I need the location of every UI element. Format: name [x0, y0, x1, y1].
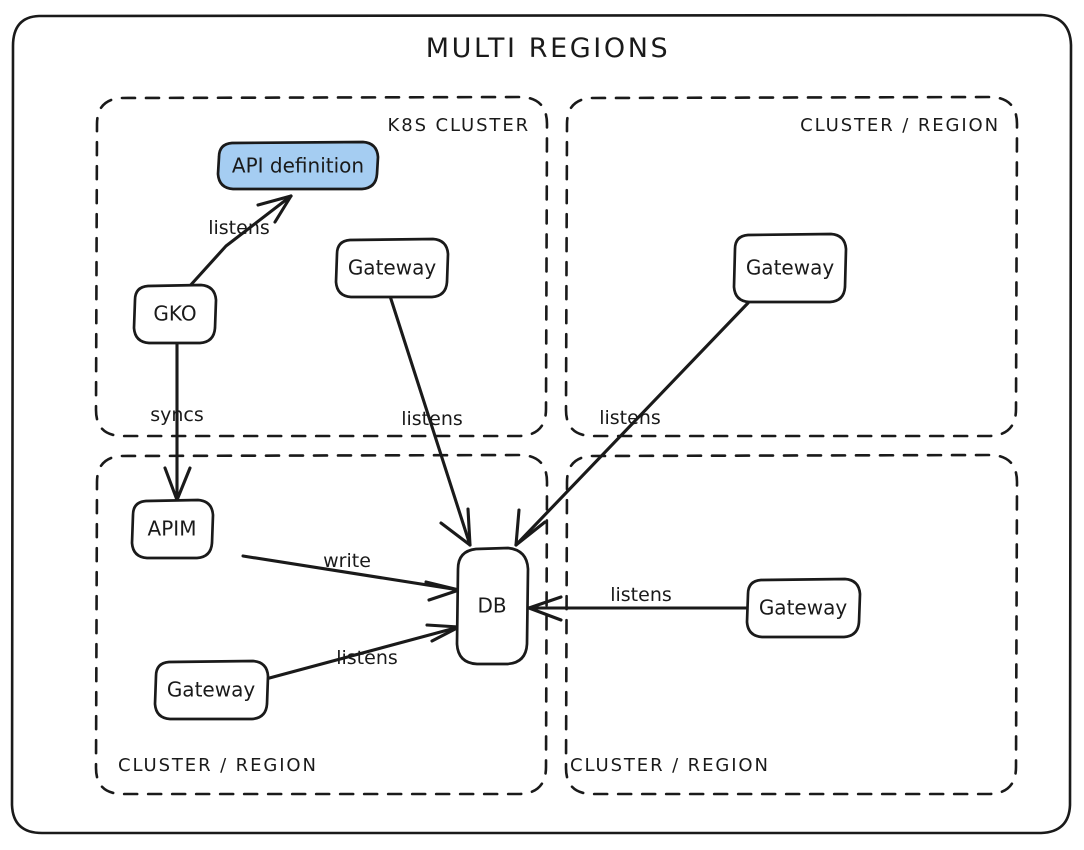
edge-label-listens-gateway-bottom-right: listens [610, 584, 672, 606]
node-label-api-definition: API definition [232, 154, 364, 178]
node-label-gateway-top-right: Gateway [746, 256, 835, 280]
edge-gateway-k8s-listens-db [388, 294, 472, 547]
edge-gko-syncs-apim [163, 341, 192, 502]
node-gateway-bottom-left[interactable]: Gateway [153, 659, 270, 721]
cluster-top-right [564, 95, 1019, 438]
cluster-label-k8s: K8S CLUSTER [388, 115, 530, 136]
edge-label-listens-gateway-k8s: listens [401, 408, 463, 430]
node-label-db: DB [477, 594, 506, 618]
edge-gateway-bottom-left-listens-db [260, 623, 461, 682]
diagram-title: MULTI REGIONS [426, 33, 671, 64]
node-db[interactable]: DB [455, 546, 530, 666]
diagram-frame [10, 13, 1073, 835]
cluster-bottom-right [564, 453, 1019, 796]
edge-label-write: write [323, 550, 371, 572]
edge-gateway-bottom-right-listens-db [527, 595, 750, 622]
cluster-label-bottom-right: CLUSTER / REGION [570, 755, 770, 776]
cluster-label-bottom-left: CLUSTER / REGION [118, 755, 318, 776]
edge-gko-listens-api-definition [186, 194, 293, 290]
edge-label-syncs: syncs [150, 404, 204, 426]
cluster-label-top-right: CLUSTER / REGION [800, 115, 1000, 136]
edge-apim-write-db [241, 554, 461, 602]
node-api-definition[interactable]: API definition [216, 140, 380, 191]
node-label-gateway-k8s: Gateway [348, 256, 437, 280]
node-label-gateway-bottom-right: Gateway [759, 596, 848, 620]
edge-label-listens-gateway-top-right: listens [599, 407, 661, 429]
node-label-gko: GKO [153, 302, 196, 326]
node-apim[interactable]: APIM [130, 498, 215, 560]
node-gateway-k8s[interactable]: Gateway [334, 237, 450, 299]
cluster-bottom-left [94, 453, 549, 796]
edge-label-listens-api: listens [208, 217, 270, 239]
node-gateway-top-right[interactable]: Gateway [732, 232, 848, 304]
node-gateway-bottom-right[interactable]: Gateway [745, 577, 862, 639]
node-label-gateway-bottom-left: Gateway [167, 678, 256, 702]
edge-label-listens-gateway-bottom-left: listens [336, 647, 398, 669]
edge-gateway-top-right-listens-db [514, 301, 750, 547]
node-label-apim: APIM [148, 517, 197, 541]
cluster-k8s-cluster [94, 95, 549, 438]
node-gko[interactable]: GKO [132, 283, 218, 345]
